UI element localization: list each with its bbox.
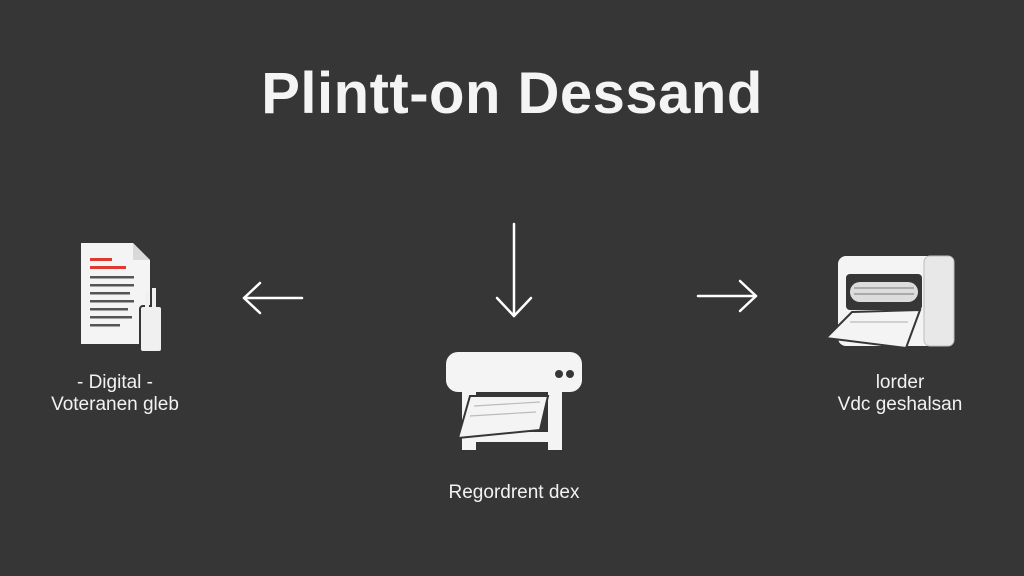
left-node-label-line2: Voteranen gleb xyxy=(51,394,179,415)
left-node-label: - Digital - Voteranen gleb xyxy=(20,372,210,416)
arrow-right-icon xyxy=(696,278,760,314)
printer-icon xyxy=(444,350,584,452)
right-node-label: lorder Vdc geshalsan xyxy=(800,372,1000,416)
arrow-down-icon xyxy=(494,222,534,320)
document-with-pen-icon xyxy=(78,240,168,355)
large-format-printer-icon xyxy=(823,252,956,352)
right-node-label-line2: Vdc geshalsan xyxy=(837,394,963,415)
arrow-left-icon xyxy=(240,280,304,316)
right-node-label-line1: lorder xyxy=(875,372,925,393)
left-node-label-line1: - Digital - xyxy=(76,372,153,393)
center-node-label: Regordrent dex xyxy=(448,482,580,503)
diagram-title: Plintt-on Dessand xyxy=(261,61,763,126)
